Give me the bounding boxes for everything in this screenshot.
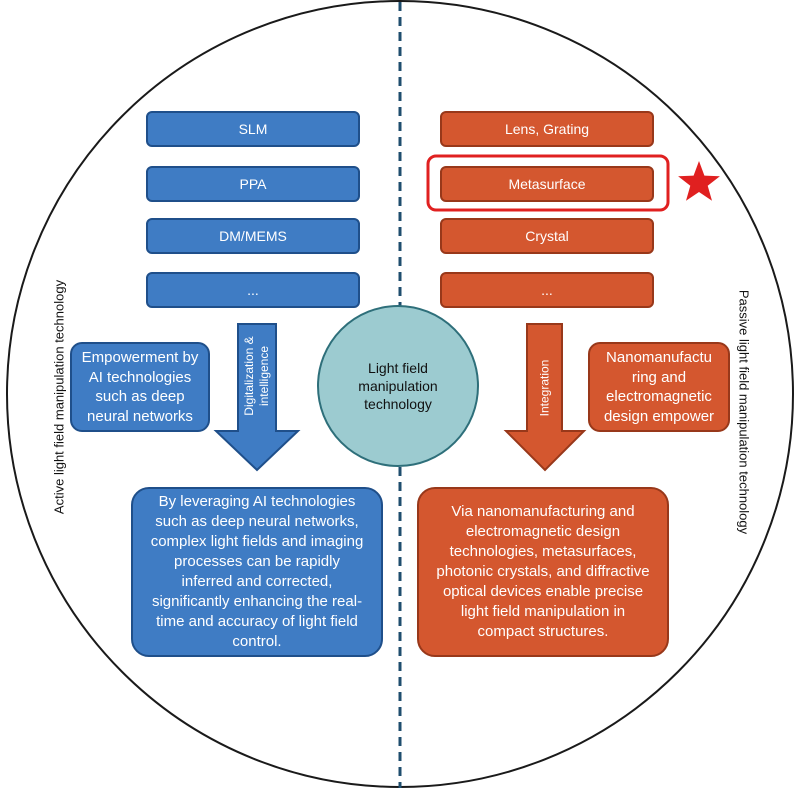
right-summary-box: Via nanomanufacturing and electromagneti… — [417, 487, 669, 657]
digitalization-arrow — [213, 323, 301, 472]
digitalization-arrow-label: Digitalization & intelligence — [242, 336, 271, 416]
star-icon — [678, 161, 720, 201]
right-item-more: ... — [440, 272, 654, 308]
left-summary-box: By leveraging AI technologies such as de… — [131, 487, 383, 657]
left-side-label: Active light field manipulation technolo… — [51, 279, 67, 515]
metasurface-highlight — [426, 154, 670, 212]
center-label: Light field manipulation technology — [358, 359, 438, 413]
right-item-lens-grating: Lens, Grating — [440, 111, 654, 147]
integration-arrow — [503, 323, 587, 472]
center-circle — [317, 305, 479, 467]
left-item-ppa: PPA — [146, 166, 360, 202]
left-item-dm-mems: DM/MEMS — [146, 218, 360, 254]
integration-arrow-label: Integration — [537, 359, 552, 417]
left-item-slm: SLM — [146, 111, 360, 147]
right-item-metasurface: Metasurface — [440, 166, 654, 202]
right-side-label: Passive light field manipulation technol… — [736, 289, 752, 535]
left-item-more: ... — [146, 272, 360, 308]
right-empower-box: Nanomanufactu ring and electromagnetic d… — [588, 342, 730, 432]
right-item-crystal: Crystal — [440, 218, 654, 254]
left-empower-box: Empowerment by AI technologies such as d… — [70, 342, 210, 432]
